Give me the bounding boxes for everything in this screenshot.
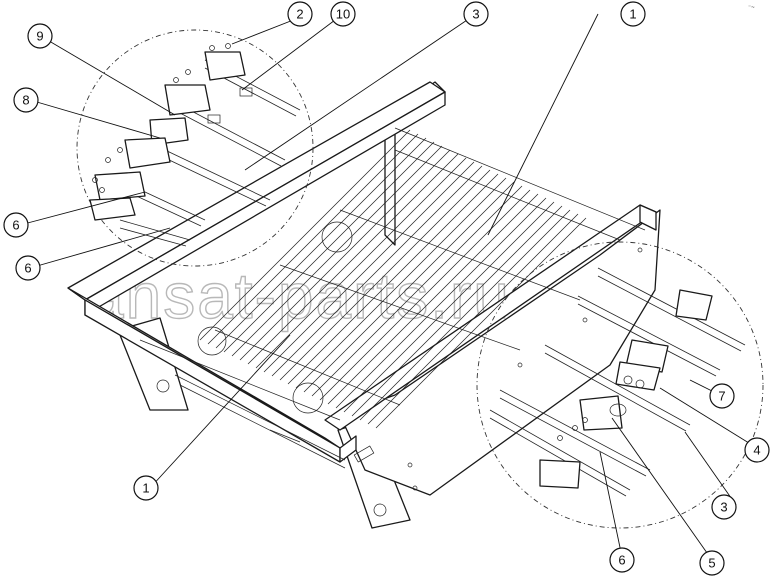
- bracket: [579, 395, 623, 431]
- callout-3-right: 3: [711, 494, 737, 520]
- bracket: [539, 459, 581, 489]
- leg-hole: [156, 379, 170, 393]
- callout-7: 7: [709, 383, 735, 409]
- corner-mark: ⁻~: [748, 5, 755, 11]
- bracket: [124, 137, 171, 169]
- svg-text:10: 10: [336, 7, 350, 22]
- leader-lines: [19, 13, 758, 561]
- svg-text:6: 6: [12, 218, 19, 233]
- callout-2: 2: [287, 1, 313, 27]
- callout-3-top: 3: [463, 1, 489, 27]
- sieve-slats: [199, 129, 621, 429]
- svg-text:2: 2: [296, 7, 303, 22]
- svg-text:1: 1: [142, 481, 149, 496]
- callout-6-left-a: 6: [3, 212, 29, 238]
- bracket: [615, 361, 661, 391]
- svg-text:8: 8: [22, 93, 29, 108]
- detail-view-right: [476, 241, 764, 529]
- svg-text:3: 3: [720, 500, 727, 515]
- right-detail-rods: [489, 267, 746, 497]
- callout-10: 10: [330, 1, 356, 27]
- leg-hole: [373, 503, 387, 517]
- detail-boundary-right: [476, 241, 764, 529]
- callout-1-top: 1: [620, 1, 646, 27]
- deck-detail-ring: [292, 382, 324, 414]
- bracket: [164, 84, 211, 116]
- callout-8: 8: [13, 87, 39, 113]
- pivot: [609, 403, 627, 417]
- deck-detail-ring: [321, 221, 353, 253]
- right-rail-end: [639, 204, 657, 231]
- bracket: [94, 171, 146, 201]
- svg-text:3: 3: [472, 7, 479, 22]
- svg-text:5: 5: [708, 556, 715, 571]
- svg-text:7: 7: [718, 389, 725, 404]
- svg-text:6: 6: [24, 261, 31, 276]
- svg-text:4: 4: [753, 443, 760, 458]
- bracket: [204, 51, 246, 81]
- bracket: [89, 197, 136, 221]
- svg-text:6: 6: [618, 553, 625, 568]
- callout-6-bottom: 6: [609, 547, 635, 573]
- detail-boundary-left: [76, 29, 314, 267]
- svg-text:9: 9: [36, 29, 43, 44]
- callout-9: 9: [27, 23, 53, 49]
- deck-detail-ring: [197, 326, 227, 356]
- right-side-plate: [339, 209, 661, 496]
- callout-1-bottom: 1: [133, 475, 159, 501]
- callout-5: 5: [699, 550, 725, 576]
- bracket: [675, 289, 713, 321]
- sieve-frame: [67, 81, 661, 529]
- callout-6-left-b: 6: [15, 255, 41, 281]
- callout-4: 4: [744, 437, 770, 463]
- bracket-tab: [239, 87, 253, 97]
- svg-text:1: 1: [629, 7, 636, 22]
- bracket-tab: [207, 114, 221, 124]
